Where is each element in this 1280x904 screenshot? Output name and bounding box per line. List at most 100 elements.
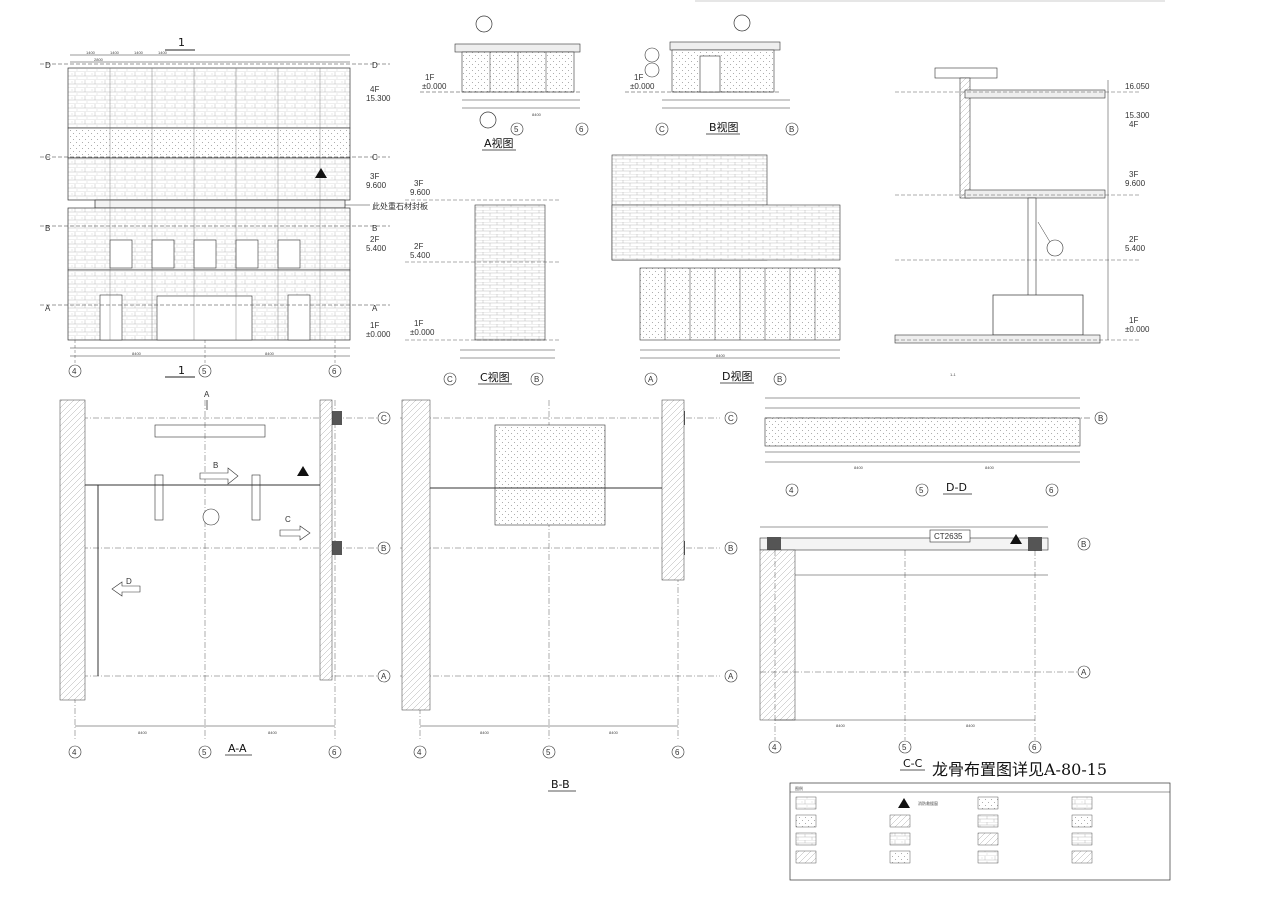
grid-row-label: C — [45, 153, 51, 162]
level-4f: 4F — [1129, 120, 1138, 129]
grid-col-label: 6 — [1049, 486, 1054, 495]
dim-8400: 8400 — [966, 723, 976, 728]
grid-col-label: 5 — [202, 748, 207, 757]
dim-8400: 8400 — [532, 112, 542, 117]
section-1-1: 16.050 15.300 4F 3F 9.600 2F 5.400 1F ±0… — [894, 67, 1150, 377]
keel-note: 龙骨布置图详见A-80-15 — [932, 760, 1107, 779]
grid-row-label: C — [381, 414, 387, 423]
view-a: 1F ±0.000 8400 5 6 A视图 — [420, 15, 589, 151]
grid-col-label: 6 — [332, 748, 337, 757]
section-mark-top: 1 — [178, 36, 185, 49]
view-title-1-1: 1-1 — [950, 372, 957, 377]
grid-col-label: 6 — [579, 125, 584, 134]
fire-rescue-window-icon — [315, 168, 327, 178]
grid-row-label: B — [1098, 414, 1103, 423]
grid-col-label: B — [534, 375, 539, 384]
dim-8400: 8400 — [854, 465, 864, 470]
ct-mark: CT2635 — [934, 532, 963, 541]
level-4f-value: 15.300 — [366, 94, 391, 103]
level-1f-value: ±0.000 — [422, 82, 447, 91]
dim-8400: 8400 — [716, 353, 726, 358]
view-c: 3F 9.600 2F 5.400 1F ±0.000 C B C视图 — [405, 179, 560, 386]
level-4f-value: 15.300 — [1125, 111, 1150, 120]
view-b: 1F ±0.000 C B B视图 — [625, 14, 799, 136]
dim-8400: 8400 — [836, 723, 846, 728]
level-1f: 1F — [425, 73, 434, 82]
plan-arrow-d: D — [126, 577, 132, 586]
view-title-c: C视图 — [480, 370, 510, 384]
grid-col-label: 4 — [789, 486, 794, 495]
grid-col-label: C — [659, 125, 665, 134]
level-1f-value: ±0.000 — [366, 330, 391, 339]
fire-rescue-window-icon — [297, 466, 309, 476]
grid-row-label: B — [728, 544, 733, 553]
stone-note: 此处重石材封板 — [372, 201, 428, 211]
grid-col-label: 4 — [417, 748, 422, 757]
plan-b-b: C B A 8400 8400 4 5 6 B-B — [400, 399, 738, 792]
plan-arrow-b: B — [213, 461, 218, 470]
plan-d-d: 8400 8400 B 4 5 6 D-D — [764, 397, 1108, 497]
grid-col-label: 4 — [72, 367, 77, 376]
grid-row-label: B — [1081, 540, 1086, 549]
grid-row-label: D — [45, 61, 51, 70]
section-mark-bottom: 1 — [178, 364, 185, 377]
dim-8400: 8400 — [138, 730, 148, 735]
grid-col-label: B — [789, 125, 794, 134]
grid-row-label: B — [381, 544, 386, 553]
elevation-1-1: 1 1 1400 1400 1400 1400 2800 — [40, 36, 428, 378]
grid-col-label: B — [777, 375, 782, 384]
grid-row-label: C — [372, 153, 378, 162]
level-2f-value: 5.400 — [410, 251, 431, 260]
grid-row-label: C — [728, 414, 734, 423]
fire-rescue-window-icon — [898, 798, 910, 808]
level-3f: 3F — [1129, 170, 1138, 179]
level-2f: 2F — [1129, 235, 1138, 244]
grid-row-label: A — [728, 672, 734, 681]
dim-1400: 1400 — [86, 50, 96, 55]
dim-8400: 8400 — [480, 730, 490, 735]
level-1f: 1F — [414, 319, 423, 328]
grid-col-label: 5 — [202, 367, 207, 376]
legend-triangle-label: 消防救援窗 — [918, 800, 938, 806]
dim-1400: 1400 — [158, 50, 168, 55]
legend: 图例 消防救援窗 — [789, 782, 1171, 881]
dim-8400: 8400 — [985, 465, 995, 470]
fire-rescue-window-icon — [1010, 534, 1022, 544]
dim-2800: 2800 — [94, 57, 104, 62]
grid-row-label: A — [372, 304, 378, 313]
level-2f: 2F — [370, 235, 379, 244]
dim-1400: 1400 — [110, 50, 120, 55]
grid-col-label: 5 — [546, 748, 551, 757]
view-title-a: A视图 — [484, 136, 514, 150]
dim-8400: 8400 — [609, 730, 619, 735]
level-4f: 4F — [370, 85, 379, 94]
grid-row-label: B — [372, 224, 377, 233]
view-title-a-a: A-A — [228, 742, 247, 755]
level-1f: 1F — [1129, 316, 1138, 325]
level-3f: 3F — [370, 172, 379, 181]
plan-c-c: CT2635 B A 8400 8400 4 5 6 C-C 龙骨布置图详见A-… — [759, 526, 1107, 779]
level-2f-value: 5.400 — [366, 244, 387, 253]
level-1f-value: ±0.000 — [630, 82, 655, 91]
level-3f-value: 9.600 — [366, 181, 387, 190]
grid-col-label: 5 — [919, 486, 924, 495]
grid-row-label: A — [381, 672, 387, 681]
legend-title: 图例 — [795, 785, 803, 791]
dim-8400: 8400 — [268, 730, 278, 735]
grid-col-label: 5 — [514, 125, 519, 134]
plan-arrow-a: A — [204, 390, 210, 399]
grid-col-label: 4 — [72, 748, 77, 757]
grid-col-label: A — [648, 375, 654, 384]
grid-col-label: 6 — [332, 367, 337, 376]
view-d: 8400 A B D视图 — [611, 154, 841, 386]
level-1f-value: ±0.000 — [1125, 325, 1150, 334]
grid-row-label: B — [45, 224, 50, 233]
grid-col-label: C — [447, 375, 453, 384]
view-title-c-c: C-C — [903, 757, 923, 770]
level-3f: 3F — [414, 179, 423, 188]
view-title-b-b: B-B — [551, 778, 570, 791]
level-2f: 2F — [414, 242, 423, 251]
plan-arrow-c: C — [285, 515, 291, 524]
grid-row-label: D — [372, 61, 378, 70]
